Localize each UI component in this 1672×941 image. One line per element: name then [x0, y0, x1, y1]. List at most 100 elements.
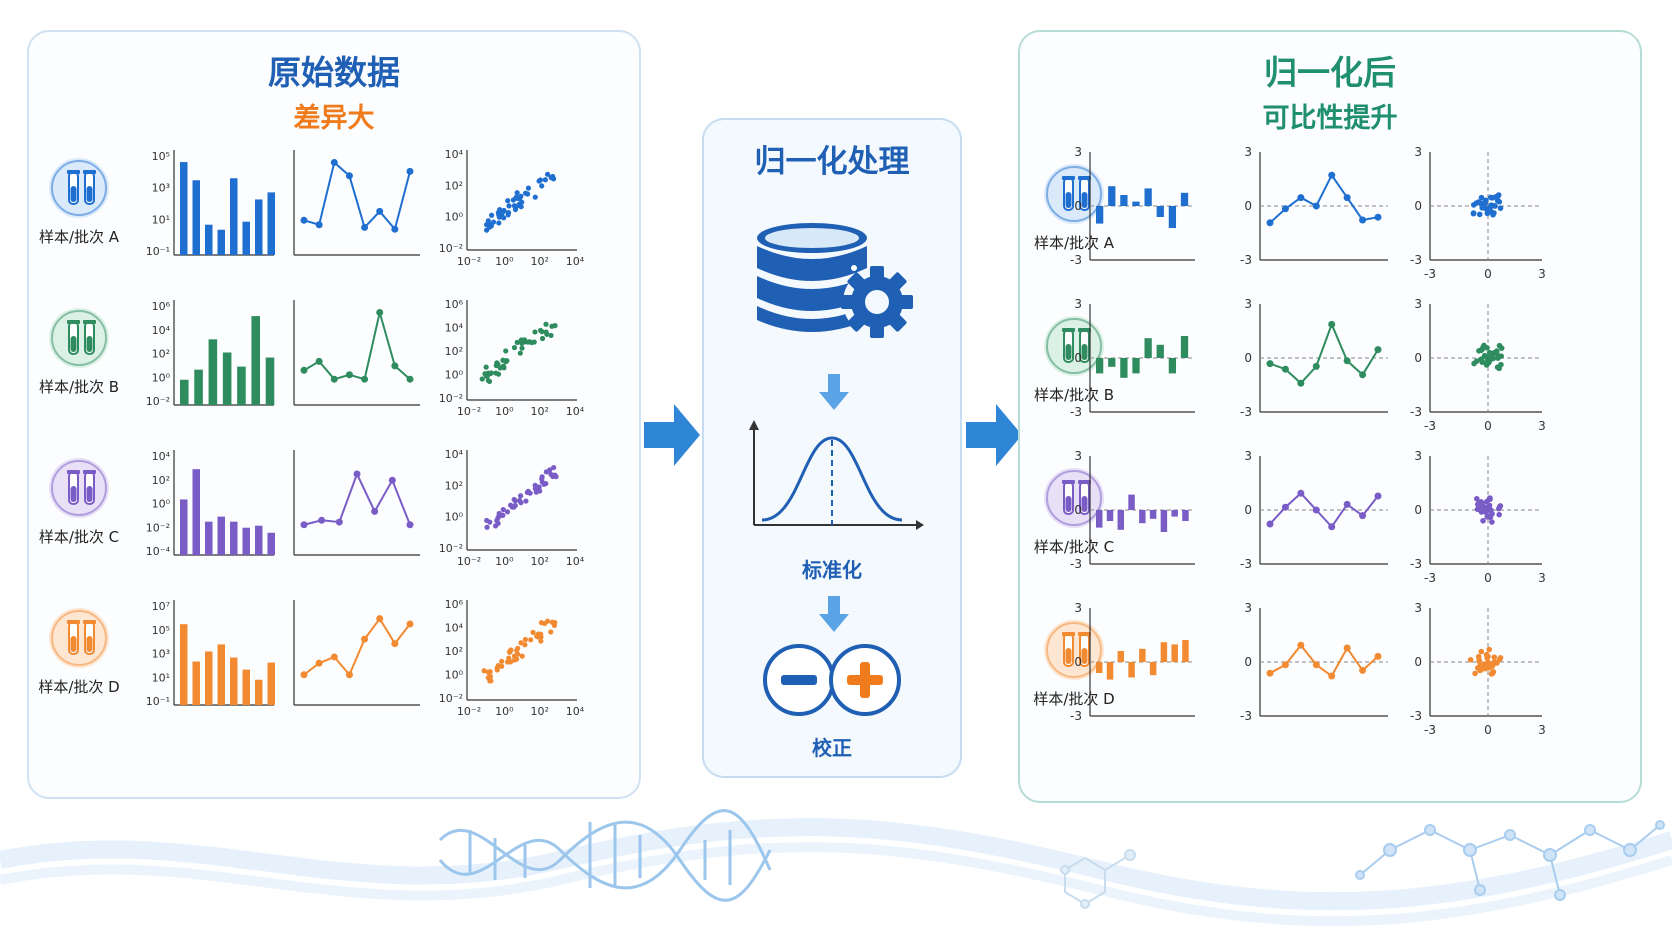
scatter-point: [493, 362, 499, 369]
scatter-point: [1483, 498, 1490, 505]
tick-label: 10⁴: [445, 448, 464, 461]
scatter-point: [1494, 364, 1501, 371]
tick-label: 10⁴: [445, 622, 464, 635]
tick-label: 10²: [530, 705, 548, 718]
tick-label: 0: [1484, 571, 1492, 585]
tick-label: 10⁰: [495, 555, 514, 568]
data-point: [1328, 523, 1336, 531]
tick-label: 3: [1244, 145, 1252, 159]
bar: [1128, 494, 1135, 510]
tick-label: 0: [1074, 199, 1082, 213]
tick-label: 0: [1414, 655, 1422, 669]
scatter-point: [518, 204, 524, 210]
scatter-point: [517, 497, 523, 504]
data-point: [300, 521, 308, 529]
tick-label: 3: [1244, 297, 1252, 311]
scatter-point: [544, 171, 551, 177]
scatter-point: [517, 350, 523, 356]
scatter-point: [519, 340, 525, 346]
bar: [242, 221, 250, 255]
tick-label: 10⁻²: [457, 555, 481, 568]
data-point: [318, 516, 326, 524]
scatter-point: [1481, 507, 1488, 514]
data-point: [1343, 357, 1351, 365]
correction-label: 校正: [812, 736, 852, 760]
test-tube-icon: [49, 458, 109, 518]
test-tube-icon: [49, 158, 109, 218]
raw-data-title: 原始数据: [268, 53, 400, 92]
tick-label: -3: [1240, 253, 1252, 267]
scatter-point: [1491, 658, 1498, 665]
bar: [1106, 662, 1114, 680]
data-point: [330, 158, 338, 166]
scatter-point: [1490, 355, 1497, 362]
bar: [242, 669, 250, 705]
data-point: [335, 518, 343, 526]
scatter-point: [1477, 667, 1483, 674]
bar: [1096, 358, 1104, 374]
bar: [1171, 644, 1178, 662]
scatter-point: [485, 218, 491, 224]
data-point: [315, 357, 323, 365]
scatter-point: [501, 365, 507, 371]
bar: [251, 316, 260, 405]
data-point: [361, 223, 369, 231]
scatter-point: [552, 620, 558, 626]
scatter-point: [487, 678, 493, 684]
tick-label: 10⁶: [152, 300, 171, 313]
scatter-point: [1470, 210, 1477, 217]
bar: [230, 178, 238, 255]
scatter-point: [488, 212, 495, 218]
tick-label: 10⁻²: [439, 242, 463, 255]
tick-label: 10²: [530, 555, 548, 568]
scatter-point: [1482, 665, 1489, 672]
scatter-point: [532, 194, 538, 200]
tick-label: 0: [1484, 723, 1492, 737]
scatter-point: [548, 175, 554, 181]
tick-label: 10²: [530, 405, 548, 418]
bar: [1182, 510, 1189, 521]
data-point: [1266, 219, 1274, 227]
data-point: [330, 375, 338, 383]
tick-label: 10⁻⁴: [146, 545, 171, 558]
scatter-point: [517, 195, 523, 202]
tick-label: 3: [1414, 601, 1422, 615]
tick-label: 10⁶: [445, 598, 464, 611]
tick-label: 10⁰: [445, 369, 464, 382]
data-point: [388, 476, 396, 484]
bar: [1120, 358, 1128, 378]
scatter-point: [505, 209, 512, 216]
bar: [255, 199, 263, 255]
scatter-point: [506, 655, 512, 661]
tick-label: 10⁰: [445, 669, 464, 682]
scatter-point: [528, 637, 534, 643]
bar: [1096, 206, 1104, 224]
scatter-point: [1489, 519, 1495, 525]
normalization-process-panel: 归一化处理: [702, 118, 962, 778]
tick-label: 10⁴: [445, 148, 464, 161]
tick-label: 3: [1538, 723, 1546, 737]
scatter-point: [1479, 205, 1486, 211]
scatter-point: [522, 642, 528, 648]
data-point: [1343, 644, 1351, 652]
bar: [1160, 510, 1168, 532]
bar: [180, 162, 188, 255]
tick-label: -3: [1070, 557, 1082, 571]
arrow-down-icon: [819, 374, 849, 410]
tick-label: 3: [1414, 297, 1422, 311]
series-line: [303, 312, 411, 381]
scatter-point: [1476, 211, 1483, 218]
data-point: [1328, 672, 1336, 680]
bar: [192, 469, 200, 555]
tick-label: 10³: [152, 648, 170, 661]
scatter-point: [532, 329, 538, 335]
data-point: [315, 221, 323, 229]
scatter-point: [1486, 349, 1493, 356]
scatter-point: [533, 489, 539, 495]
bar: [1120, 195, 1128, 206]
data-point: [391, 640, 399, 648]
bar: [1106, 510, 1114, 521]
